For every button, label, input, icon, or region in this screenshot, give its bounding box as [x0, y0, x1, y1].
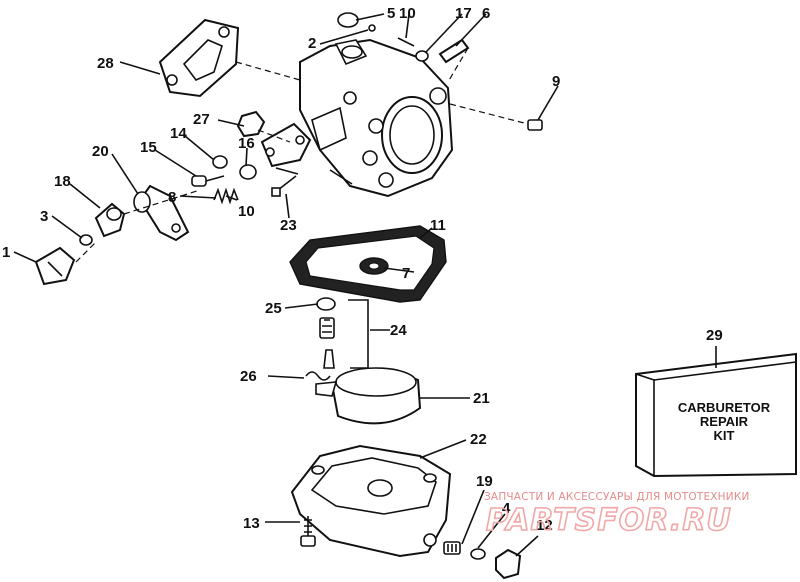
part-1-knob — [34, 246, 76, 286]
kit-label-line1: CARBURETOR — [678, 400, 771, 415]
repair-kit-box: CARBURETOR REPAIR KIT — [635, 352, 797, 478]
assembly-lines — [75, 47, 529, 263]
part-9-plug — [527, 119, 543, 131]
callout-21: 21 — [473, 390, 490, 407]
callout-8: 8 — [168, 189, 176, 206]
part-19-screw — [443, 541, 461, 555]
callout-13: 13 — [243, 515, 260, 532]
callout-17: 17 — [455, 5, 472, 22]
callout-14: 14 — [170, 125, 187, 142]
part-25-washer — [316, 297, 336, 311]
callout-10-upper: 10 — [399, 5, 416, 22]
part-18-sleeve — [94, 202, 126, 238]
part-13-screw — [300, 516, 316, 547]
callout-29: 29 — [706, 327, 723, 344]
part-6-screw — [438, 38, 470, 64]
watermark-caption: ЗАПЧАСТИ И АКСЕССУАРЫ ДЛЯ МОТОТЕХНИКИ — [484, 491, 750, 503]
callout-18: 18 — [54, 173, 71, 190]
callout-12: 12 — [536, 517, 553, 534]
callout-22: 22 — [470, 431, 487, 448]
callout-27: 27 — [193, 111, 210, 128]
part-15-screw — [191, 175, 225, 187]
callout-11: 11 — [430, 217, 446, 234]
part-7-washer — [359, 257, 389, 275]
part-3-ring — [79, 234, 93, 246]
part-17-washer — [415, 50, 429, 62]
part-12-plug — [495, 548, 522, 580]
part-10-pin-lower — [275, 167, 299, 175]
watermark: ЗАПЧАСТИ И АКСЕССУАРЫ ДЛЯ МОТОТЕХНИКИ PA… — [484, 491, 750, 539]
callout-10-lower: 10 — [238, 203, 255, 220]
part-4-washer — [470, 548, 486, 560]
part-16-washer — [239, 164, 257, 180]
watermark-logo: PARTSFOR.RU — [486, 503, 732, 538]
callout-24: 24 — [390, 322, 407, 339]
callout-9: 9 — [552, 73, 560, 90]
leader-lines — [13, 13, 717, 557]
part-21-float — [315, 367, 422, 425]
callout-1: 1 — [2, 244, 10, 261]
part-carburetor-body — [299, 38, 454, 198]
part-22-float-bowl — [290, 444, 452, 558]
part-24-float-pin — [348, 299, 369, 369]
part-needle-valve — [323, 349, 335, 369]
part-26-clip — [305, 371, 331, 381]
callout-7: 7 — [402, 265, 410, 282]
callout-numbers: 1 2 3 4 5 6 7 8 9 10 10 11 12 13 14 15 1… — [2, 5, 723, 534]
part-needle-valve-seat — [319, 317, 335, 339]
callout-23: 23 — [280, 217, 297, 234]
part-10-pin-upper — [397, 37, 415, 47]
part-14-washer — [212, 155, 228, 169]
part-2-ball — [368, 24, 376, 32]
callout-15: 15 — [140, 139, 157, 156]
part-8-spring — [213, 187, 239, 205]
callout-16: 16 — [238, 135, 255, 152]
callout-4: 4 — [502, 500, 511, 517]
callout-25: 25 — [265, 300, 282, 317]
callout-3: 3 — [40, 208, 48, 225]
callout-2: 2 — [308, 35, 316, 52]
part-27-nut — [236, 110, 266, 138]
kit-label-line3: KIT — [714, 428, 735, 443]
callout-6: 6 — [482, 5, 490, 22]
part-20-throttle-lever — [133, 184, 190, 242]
part-23-screw — [271, 175, 297, 197]
callout-19: 19 — [476, 473, 493, 490]
callout-28: 28 — [97, 55, 114, 72]
kit-label-line2: REPAIR — [700, 414, 749, 429]
part-28-mounting-gasket — [158, 18, 240, 98]
part-5-plug — [337, 12, 359, 28]
callout-20: 20 — [92, 143, 109, 160]
part-plate — [260, 122, 312, 168]
callout-5: 5 — [387, 5, 395, 22]
callout-26: 26 — [240, 368, 257, 385]
